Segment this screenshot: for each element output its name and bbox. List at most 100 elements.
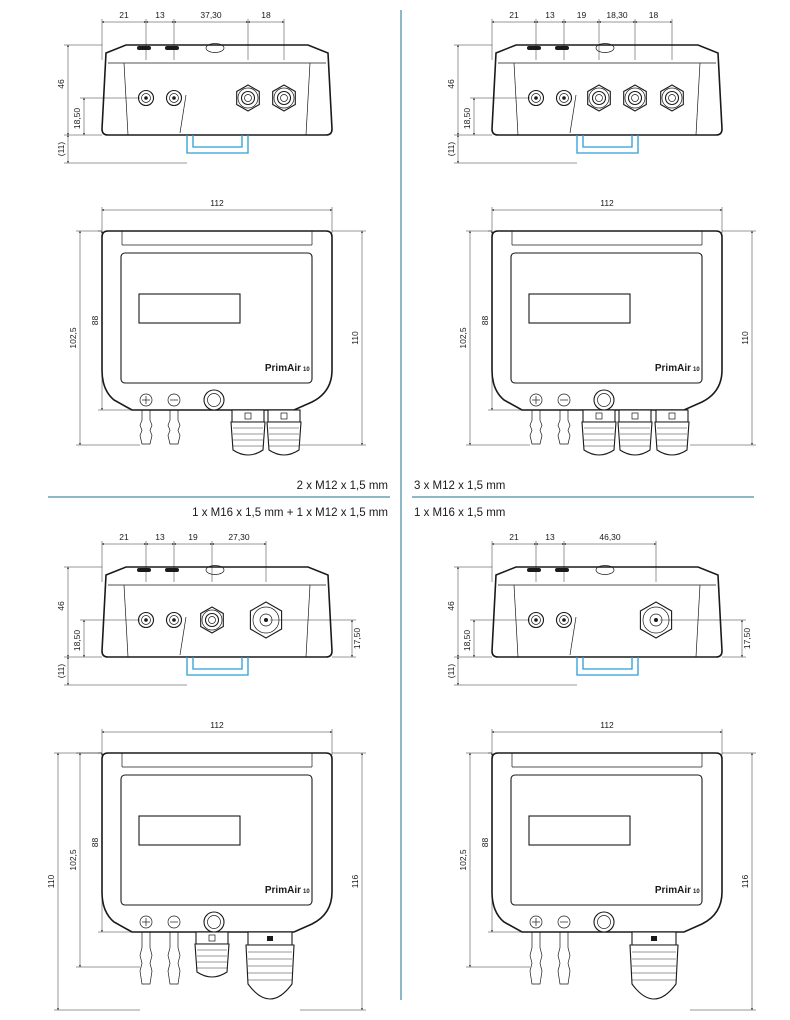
dimension-label-height: 46 <box>56 601 66 611</box>
dimension-label-height: 46 <box>446 601 456 611</box>
minus-terminal-icon <box>167 915 181 929</box>
dimension-label-front-height: 88 <box>480 838 490 848</box>
pressure-port-inner <box>559 93 569 103</box>
caption-bottom-right: 1 x M16 x 1,5 mm <box>414 507 505 519</box>
housing-edge <box>695 62 701 136</box>
dimension-label-width: 112 <box>210 198 224 208</box>
brand-model: 10 <box>303 889 310 895</box>
dimension-label-total-height: 116 <box>350 874 360 888</box>
dimension-label-top: 13 <box>155 532 165 542</box>
dimension-label-clip: (11) <box>56 142 66 157</box>
brand-logo: PrimAir <box>265 885 301 896</box>
dimension-label-width: 112 <box>600 198 614 208</box>
lid-screw-inner <box>207 393 221 407</box>
gland-center <box>264 618 268 622</box>
plus-terminal-icon <box>529 915 543 929</box>
screw-head <box>205 565 225 575</box>
caption-bottom-left: 1 x M16 x 1,5 mm + 1 x M12 x 1,5 mm <box>192 507 388 519</box>
plus-terminal-icon <box>139 393 153 407</box>
hose-nipple-icon <box>529 410 543 445</box>
gland-ring <box>273 87 295 109</box>
hose-nipple-icon <box>557 932 571 985</box>
gland-mark <box>244 412 252 420</box>
dimension-label-top: 18 <box>649 10 659 20</box>
pressure-port-inner <box>531 615 541 625</box>
dimension-label-top: 27,30 <box>228 532 250 542</box>
dimension-label-top: 37,30 <box>200 10 222 20</box>
lcd-display <box>138 293 241 324</box>
pressure-port-inner <box>141 93 151 103</box>
gland-ring-inner <box>276 90 292 106</box>
din-rail-clip <box>186 657 249 676</box>
gland-ring-inner <box>204 612 220 628</box>
gland-m12-nut <box>655 409 689 423</box>
gland-m12-body <box>654 421 690 456</box>
dimension-label-height: 46 <box>446 79 456 89</box>
gland-m16-body <box>629 944 679 1000</box>
dimension-label-port-height: 18,50 <box>462 630 472 652</box>
dimension-label-top: 46,30 <box>599 532 621 542</box>
lid-screw-inner <box>597 393 611 407</box>
pressure-port-inner <box>169 615 179 625</box>
dimension-label-top: 19 <box>577 10 587 20</box>
vent-slot <box>165 46 179 50</box>
hose-nipple-icon <box>167 410 181 445</box>
gland-m12-nut <box>582 409 616 423</box>
screw-head <box>595 43 615 53</box>
gland-m12-body <box>266 421 302 456</box>
din-rail-clip <box>186 135 249 154</box>
lid-screw-icon <box>203 389 225 411</box>
pressure-port-inner <box>559 615 569 625</box>
housing-edge <box>305 62 311 136</box>
dimension-label-width: 112 <box>600 720 614 730</box>
gland-mark <box>280 412 288 420</box>
dimension-label-top: 21 <box>119 532 129 542</box>
gland-m12-nut <box>267 409 301 423</box>
dimension-label-front-height: 88 <box>90 316 100 326</box>
caption-top-right: 3 x M12 x 1,5 mm <box>414 480 505 492</box>
lcd-display <box>528 815 631 846</box>
brand-model: 10 <box>693 367 700 373</box>
pressure-port-hole <box>172 618 176 622</box>
vent-slot <box>555 568 569 572</box>
lid-screw-icon <box>593 911 615 933</box>
dimension-label-clip: (11) <box>446 142 456 157</box>
housing-edge <box>513 62 519 136</box>
pressure-port-hole <box>172 96 176 100</box>
gland-m12-body <box>617 421 653 456</box>
lcd-display <box>528 293 631 324</box>
gland-m12-body <box>230 421 266 456</box>
minus-terminal-icon <box>167 393 181 407</box>
lcd-display <box>138 815 241 846</box>
gland-mark <box>595 412 603 420</box>
lid-screw-inner <box>597 915 611 929</box>
pressure-port-hole <box>562 618 566 622</box>
lid-screw-inner <box>207 915 221 929</box>
gland-m12-body <box>581 421 617 456</box>
housing-edge <box>179 616 187 656</box>
vent-slot <box>165 568 179 572</box>
pressure-port-inner <box>531 93 541 103</box>
dimension-label-top: 21 <box>509 10 519 20</box>
gland-ring-inner <box>240 90 256 106</box>
housing-side-view <box>101 44 333 136</box>
dimension-label-front-height: 102,5 <box>458 327 468 349</box>
pressure-port-hole <box>534 96 538 100</box>
din-rail-clip <box>576 657 639 676</box>
gland-ring <box>201 609 223 631</box>
hose-nipple-icon <box>557 410 571 445</box>
gland-center <box>654 618 658 622</box>
vent-slot <box>527 46 541 50</box>
gland-core <box>595 94 603 102</box>
gland-mark <box>651 936 657 941</box>
plus-terminal-icon <box>139 915 153 929</box>
dimension-label-top: 18 <box>261 10 271 20</box>
brand-logo: PrimAir <box>655 885 691 896</box>
dimension-label-top: 21 <box>509 532 519 542</box>
gland-mark <box>267 936 273 941</box>
gland-mark <box>668 412 676 420</box>
housing-side-view <box>491 566 723 658</box>
brand-model: 10 <box>693 889 700 895</box>
